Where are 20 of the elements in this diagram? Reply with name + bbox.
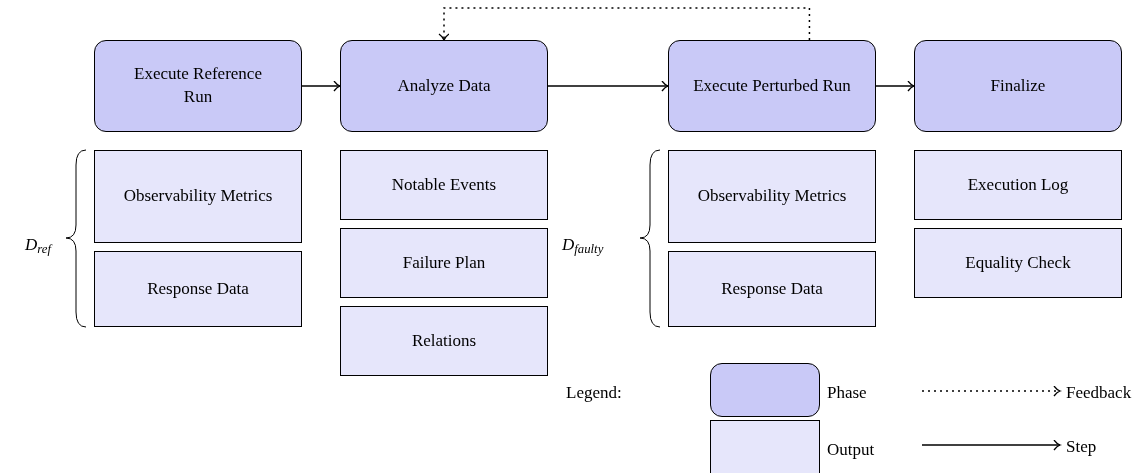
output-box: Notable Events — [340, 150, 548, 220]
output-box: Response Data — [94, 251, 302, 327]
output-box: Equality Check — [914, 228, 1122, 298]
legend-text: Phase — [827, 382, 867, 404]
legend-text: Output — [827, 439, 875, 461]
phase-box: Finalize — [914, 40, 1122, 132]
phase-box: Execute Perturbed Run — [668, 40, 876, 132]
phase-box: Analyze Data — [340, 40, 548, 132]
output-box: Observability Metrics — [94, 150, 302, 243]
output-box: Failure Plan — [340, 228, 548, 298]
phase-box: Execute Reference Run — [94, 40, 302, 132]
legend-title: Legend: — [566, 382, 622, 404]
output-box: Observability Metrics — [668, 150, 876, 243]
output-box: Execution Log — [914, 150, 1122, 220]
output-box: Relations — [340, 306, 548, 376]
legend-text: Feedback — [1066, 382, 1132, 404]
dataset-label: D$_{faulty}$ — [562, 234, 604, 258]
legend-text: Step — [1066, 436, 1097, 458]
output-box: Response Data — [668, 251, 876, 327]
dataset-label: D$_{ref}$ — [25, 234, 51, 258]
